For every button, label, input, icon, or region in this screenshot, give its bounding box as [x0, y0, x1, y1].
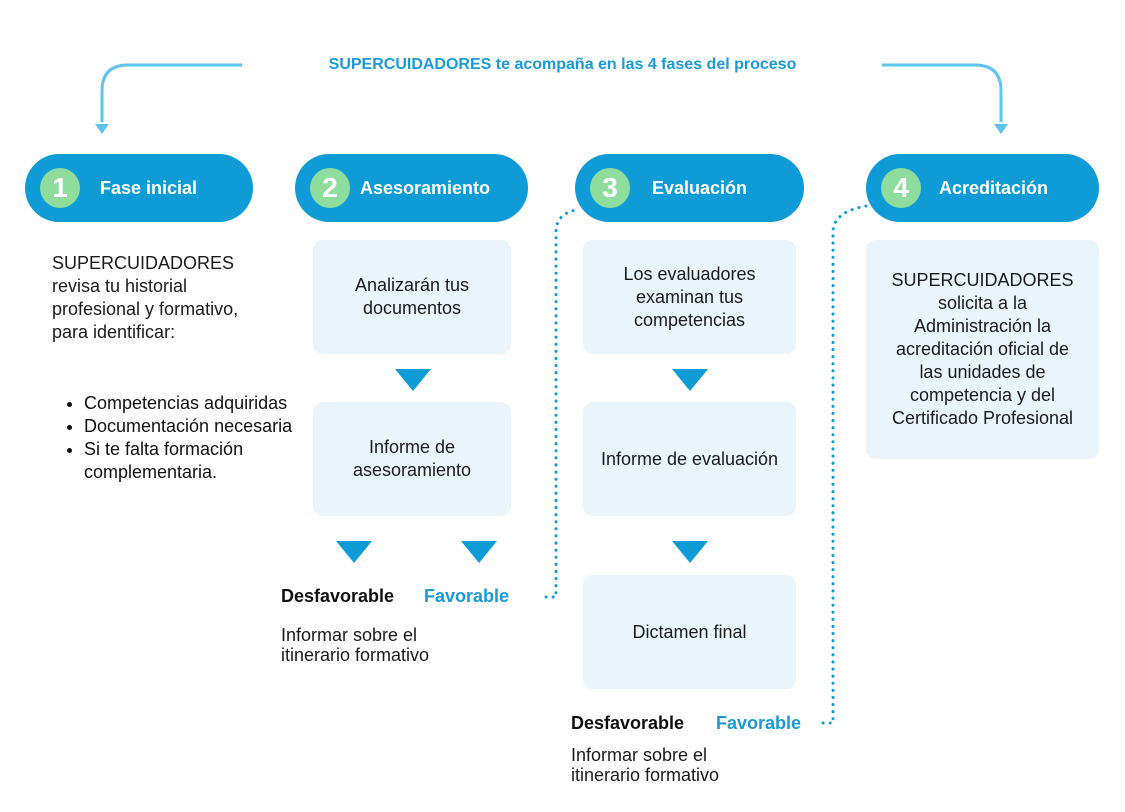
header-arrow-right-head [994, 124, 1008, 134]
header-title: SUPERCUIDADORES te acompaña en las 4 fas… [328, 56, 797, 73]
phase-4-number: 4 [881, 168, 921, 208]
phase-2-step-1-box: Analizarán tus documentos [313, 240, 511, 354]
phase-3-unfavorable-note: Informar sobre el itinerario formativo [571, 745, 720, 785]
phase-3-step-2-box: Informe de evaluación [583, 402, 796, 516]
phase-3-label: Evaluación [652, 177, 748, 198]
phase-3-step-3-box: Dictamen final [583, 575, 796, 689]
header-arrow-left-line [100, 63, 242, 122]
favorable-link-2-to-3 [544, 208, 578, 599]
phase-2-arrow-unfavorable-icon [336, 541, 372, 563]
phase-4-description-box: SUPERCUIDADORES solicita a la Administra… [866, 240, 1099, 459]
favorable-link-3-to-4 [821, 204, 868, 725]
phase-2-unfavorable-note: Informar sobre el itinerario formativo [281, 625, 430, 665]
phase-1-pill: 1 Fase inicial [25, 154, 253, 222]
phase-4-pill: 4 Acreditación [866, 154, 1099, 222]
phase-3-favorable-label: Favorable [716, 713, 802, 733]
phase-3-pill: 3 Evaluación [575, 154, 804, 222]
phase-2-unfavorable-label: Desfavorable [281, 586, 395, 606]
header-arrow-left-head [95, 124, 109, 134]
phase-2-label: Asesoramiento [360, 177, 491, 198]
phase-2-arrow-favorable-icon [461, 541, 497, 563]
phase-1-bullet-list: Competencias adquiridas Documentación ne… [52, 392, 304, 484]
phase-3-arrow-down-icon [672, 369, 708, 391]
phase-3-arrow-down-icon [672, 541, 708, 563]
phase-1-description: SUPERCUIDADORES revisa tu historial prof… [52, 253, 239, 342]
phase-1-bullet: Competencias adquiridas [84, 392, 304, 415]
phase-2-pill: 2 Asesoramiento [295, 154, 528, 222]
phase-1-label: Fase inicial [100, 177, 198, 198]
phase-1-bullet: Documentación necesaria [84, 415, 304, 438]
phase-4-label: Acreditación [939, 177, 1049, 198]
phase-1-number: 1 [40, 168, 80, 208]
phase-2-step-2-box: Informe de asesoramiento [313, 402, 511, 516]
phase-3-number: 3 [590, 168, 630, 208]
phase-2-number: 2 [310, 168, 350, 208]
header-arrow-right-line [882, 63, 1003, 122]
phase-3-step-1-box: Los evaluadores examinan tus competencia… [583, 240, 796, 354]
phase-2-favorable-label: Favorable [424, 586, 510, 606]
phase-2-arrow-down-icon [395, 369, 431, 391]
phase-1-bullet: Si te falta formación complementaria. [84, 438, 304, 484]
phase-3-unfavorable-label: Desfavorable [571, 713, 685, 733]
